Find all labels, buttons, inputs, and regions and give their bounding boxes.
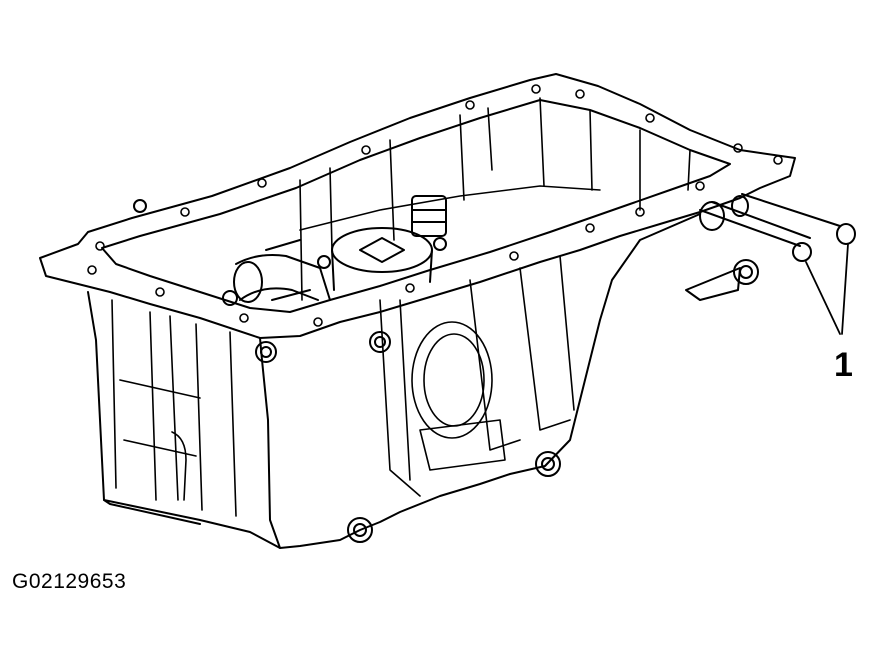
pan-side-details [379,255,575,497]
callout-1-label: 1 [834,346,853,384]
oil-passage-plugs [685,193,856,301]
sensor-stub [411,195,447,237]
pan-flange-outline [39,73,796,339]
figure-id: G02129653 [12,570,127,593]
pan-flange-inner [101,99,731,313]
pan-body [87,213,701,549]
mounting-bosses [133,199,759,543]
oil-pickup-tube [233,239,331,303]
pan-interior [299,97,691,301]
pump-boss [317,227,447,291]
flange-bolt-holes [87,84,783,327]
pan-ribs [111,299,237,517]
pan-front-edge [259,337,281,549]
callout-1-leaders [805,243,849,335]
